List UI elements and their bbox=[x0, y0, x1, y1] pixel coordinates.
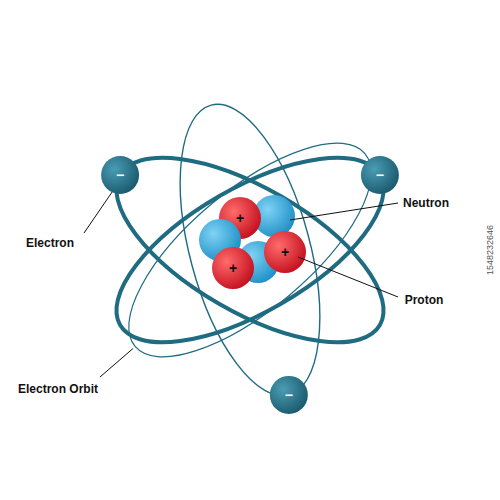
charge-sign: − bbox=[376, 168, 384, 182]
electron-orbit bbox=[89, 121, 411, 378]
leader-line bbox=[84, 192, 112, 233]
charge-sign: + bbox=[236, 211, 244, 225]
proton bbox=[264, 231, 306, 273]
charge-sign: − bbox=[285, 388, 293, 402]
leader-line bbox=[100, 348, 133, 377]
electron-orbit bbox=[97, 108, 404, 393]
electron bbox=[101, 156, 139, 194]
electron-orbit bbox=[153, 90, 347, 411]
image-id: 1548232646 bbox=[486, 225, 495, 275]
leader-line bbox=[290, 203, 398, 220]
electron bbox=[361, 156, 399, 194]
electron bbox=[270, 376, 308, 414]
charge-sign: + bbox=[281, 245, 289, 259]
proton bbox=[212, 247, 254, 289]
part-label: Electron bbox=[26, 237, 74, 249]
leader-line bbox=[298, 257, 398, 297]
part-label: Proton bbox=[405, 294, 444, 306]
charge-sign: − bbox=[116, 168, 124, 182]
part-label: Neutron bbox=[403, 197, 449, 209]
part-label: Electron Orbit bbox=[18, 383, 98, 395]
charge-sign: + bbox=[229, 261, 237, 275]
electron-orbit bbox=[89, 121, 411, 378]
